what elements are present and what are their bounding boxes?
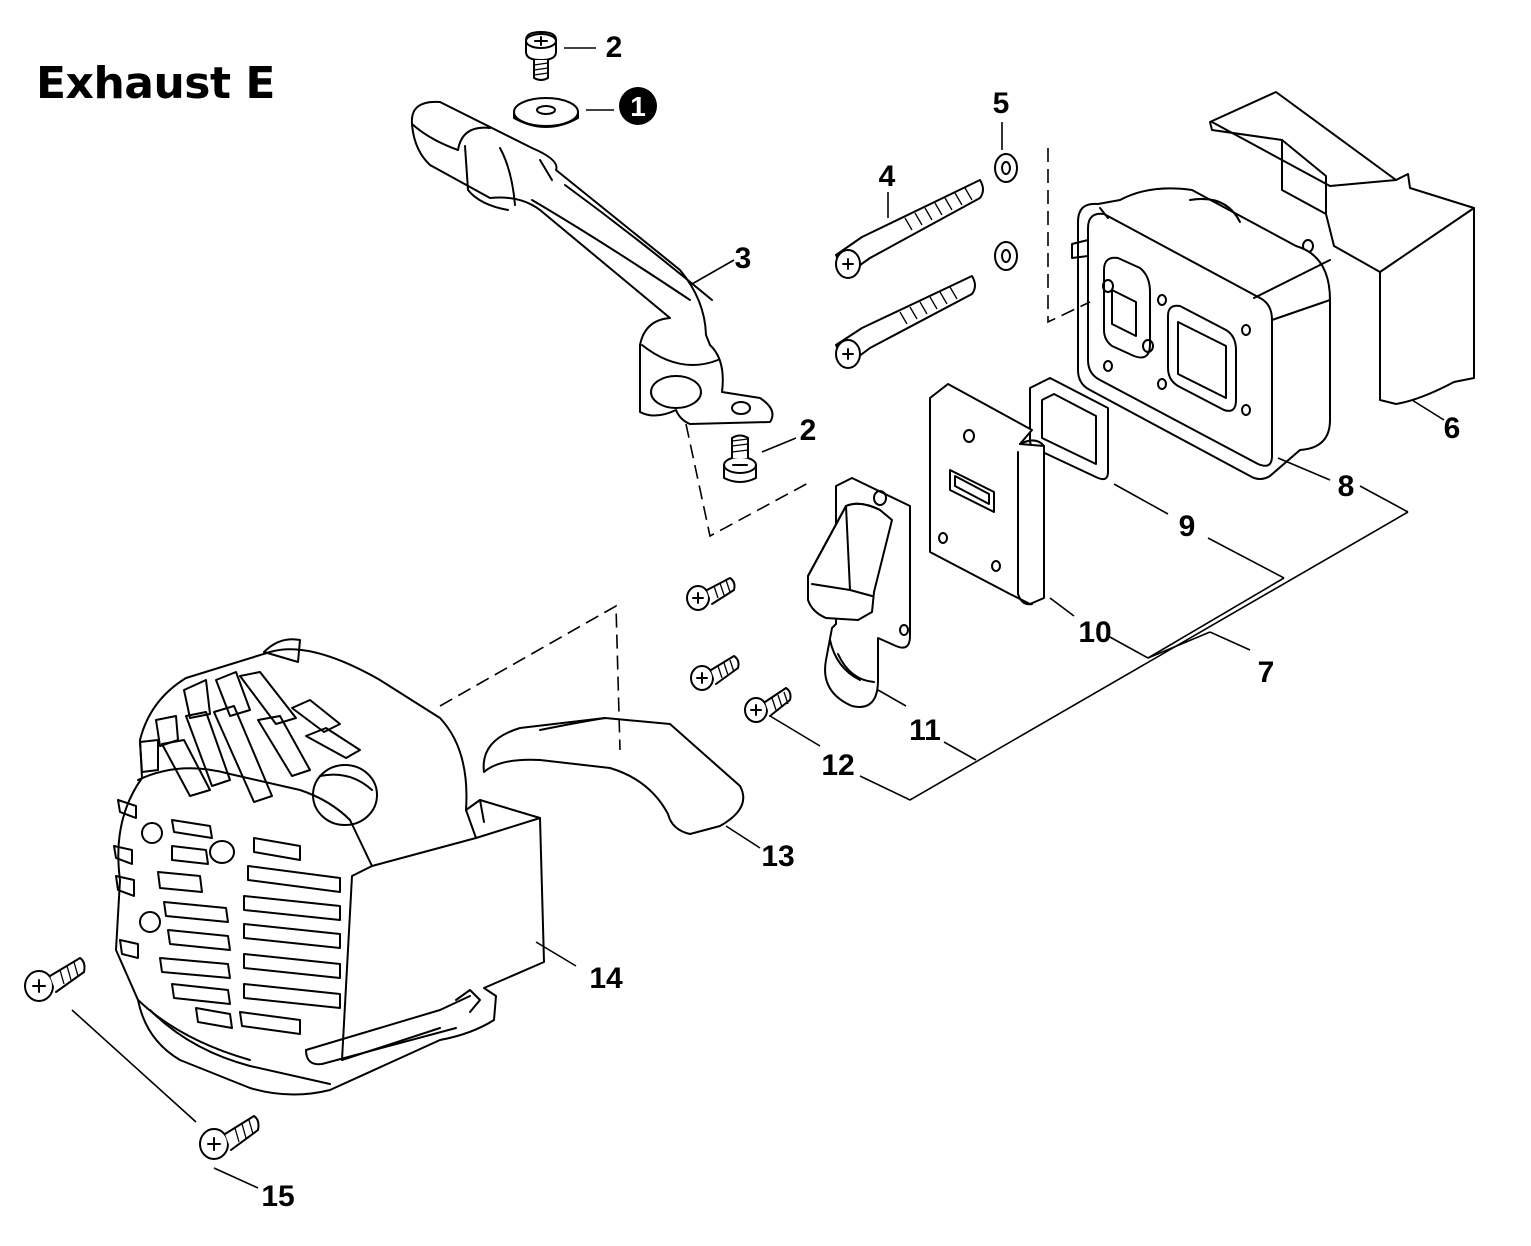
page-title: Exhaust E bbox=[36, 58, 275, 109]
cover-part-14 bbox=[113, 638, 545, 1096]
screw-part-12-c bbox=[744, 687, 792, 723]
callout-5: 5 bbox=[993, 87, 1010, 120]
screw-part-2-top bbox=[525, 31, 557, 81]
outlet-part-11 bbox=[807, 477, 911, 708]
screw-part-2-mid bbox=[723, 434, 757, 483]
bolt-part-4-lower bbox=[835, 275, 976, 369]
screw-part-12-b bbox=[690, 655, 740, 691]
callout-14: 14 bbox=[589, 962, 623, 995]
washer-part-5 bbox=[994, 153, 1018, 271]
screw-part-15-b bbox=[199, 1115, 260, 1160]
callout-8: 8 bbox=[1338, 470, 1355, 503]
plate-part-10 bbox=[929, 383, 1045, 606]
callout-badge-1: 1 bbox=[619, 87, 657, 125]
callout-12: 12 bbox=[821, 749, 854, 782]
gasket-part-9 bbox=[1029, 377, 1109, 481]
heat-shield-part-6 bbox=[1209, 91, 1475, 405]
callout-13: 13 bbox=[761, 840, 794, 873]
callout-3: 3 bbox=[735, 242, 752, 275]
callout-numbers: 2 2 3 4 5 6 7 8 9 10 11 12 13 14 15 bbox=[261, 31, 1460, 1213]
deflector-part-13 bbox=[482, 717, 745, 835]
callout-15: 15 bbox=[261, 1180, 294, 1213]
bolt-part-4-upper bbox=[835, 179, 984, 279]
callout-7: 7 bbox=[1258, 656, 1275, 689]
screw-part-15-a bbox=[24, 957, 86, 1002]
callout-4: 4 bbox=[879, 160, 896, 193]
callout-9: 9 bbox=[1179, 510, 1196, 543]
svg-text:1: 1 bbox=[630, 91, 646, 122]
washer-part-1 bbox=[513, 97, 579, 128]
callout-2-mid: 2 bbox=[800, 414, 817, 447]
assembly-dashed-lines bbox=[439, 148, 1091, 751]
callout-6: 6 bbox=[1444, 412, 1461, 445]
screw-part-12-a bbox=[686, 577, 736, 611]
callout-2-top: 2 bbox=[606, 31, 623, 64]
leader-lines bbox=[71, 47, 1445, 1189]
muffler-part-8 bbox=[1071, 187, 1331, 480]
exhaust-pipe-part-3 bbox=[410, 100, 774, 425]
callout-10: 10 bbox=[1078, 616, 1111, 649]
callout-11: 11 bbox=[909, 714, 941, 747]
